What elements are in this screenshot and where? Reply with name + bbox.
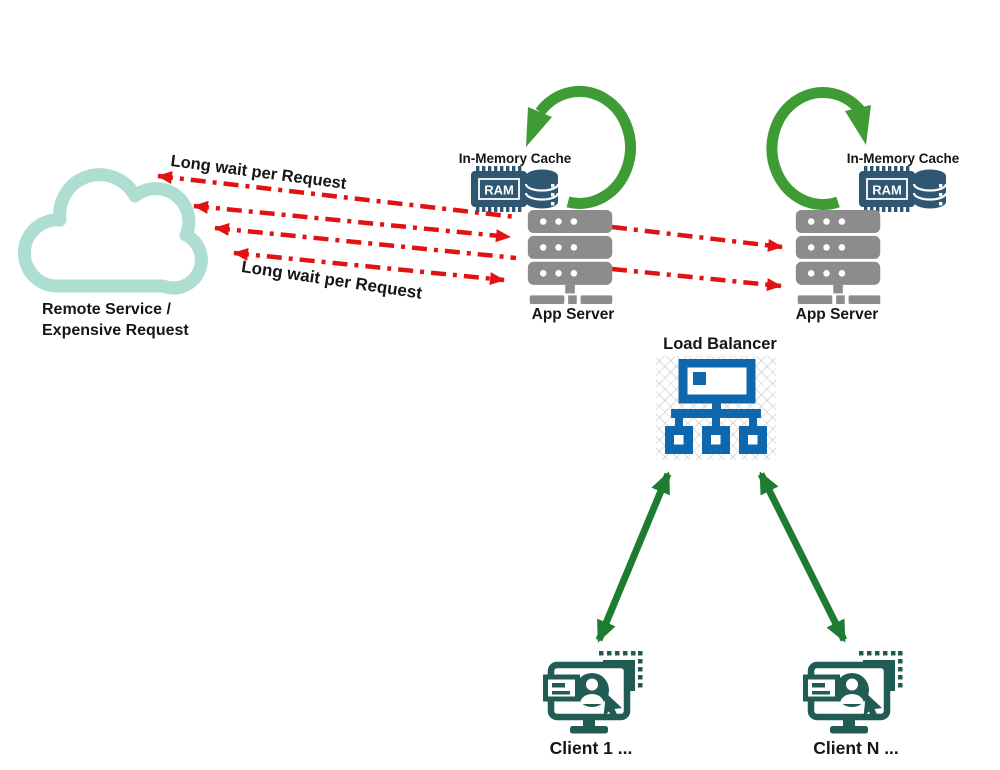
user-avatar-icon (835, 673, 869, 707)
cursor-icon (603, 693, 622, 720)
ram-chip-icon: RAM (471, 166, 527, 212)
clientN-arrow (757, 471, 848, 643)
cloud-icon (17, 168, 208, 295)
client-arrows (595, 471, 848, 643)
server-stack-icon (527, 210, 613, 304)
in-memory-cache-icon: RAM (471, 166, 560, 212)
ram-chip-icon: RAM (859, 166, 915, 212)
cache-label-left: In-Memory Cache (458, 151, 572, 166)
app-server-label-right: App Server (795, 306, 879, 323)
request-line-4 (233, 247, 505, 286)
cache-loop-icons (526, 85, 871, 210)
remote-service-label: Remote Service / Expensive Request (42, 299, 262, 341)
client1-label: Client 1 ... (549, 738, 633, 758)
refresh-loop-icon (526, 85, 636, 209)
load-balancer-label: Load Balancer (663, 335, 777, 353)
clientN-label: Client N ... (813, 738, 899, 758)
id-card-icon (543, 674, 580, 702)
request-line-2 (193, 200, 511, 243)
database-icon (524, 169, 560, 209)
client1-arrow (595, 471, 672, 643)
client-workstation-icon (543, 651, 643, 734)
cache-label-right: In-Memory Cache (846, 151, 960, 166)
ram-label: RAM (484, 183, 514, 198)
request-line-1b (611, 224, 783, 252)
request-line-3b (611, 266, 782, 292)
id-card-icon (803, 674, 840, 702)
in-memory-cache-icon: RAM (859, 166, 948, 212)
cursor-icon (863, 693, 882, 720)
refresh-loop-icon (766, 87, 871, 210)
user-avatar-icon (575, 673, 609, 707)
remote-service-line1: Remote Service / (42, 301, 171, 318)
request-lines (157, 171, 783, 292)
remote-service-line2: Expensive Request (42, 322, 189, 339)
server-stack-icon (795, 210, 881, 304)
load-balancer-icon (665, 359, 767, 454)
client-workstation-icon (803, 651, 903, 734)
app-server-label-left: App Server (531, 306, 615, 323)
database-icon (912, 169, 948, 209)
ram-label: RAM (872, 183, 902, 198)
